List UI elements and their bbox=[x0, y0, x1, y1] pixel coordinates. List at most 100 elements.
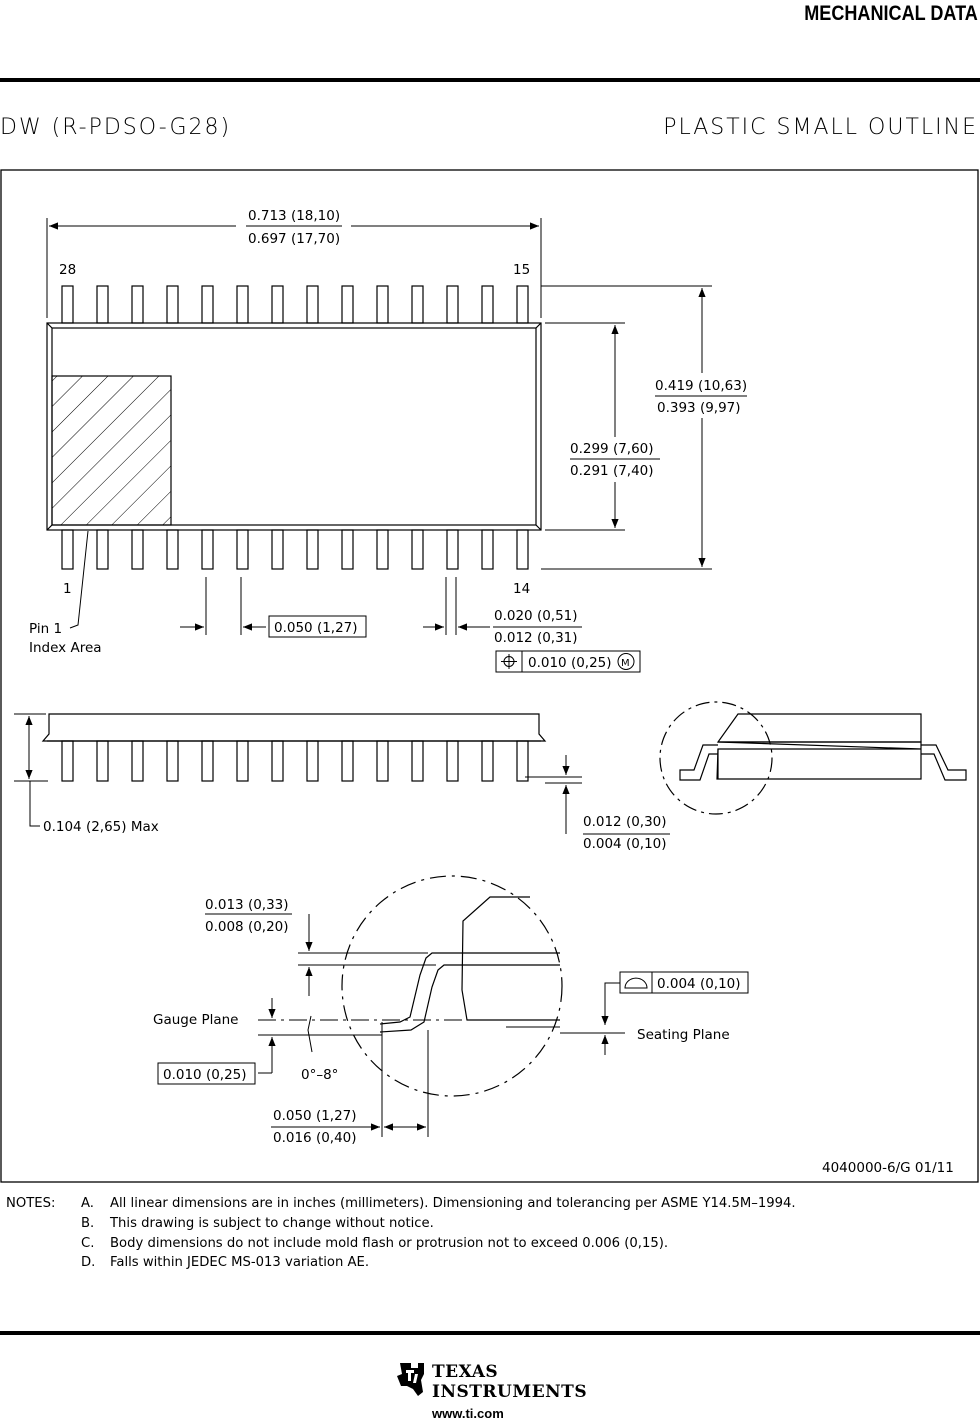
body-length-dimension bbox=[46, 218, 542, 318]
lead bbox=[201, 740, 214, 782]
lead bbox=[341, 529, 354, 570]
ti-logo: Texas Instruments bbox=[392, 1356, 592, 1406]
lead-width-min: 0.012 (0,31) bbox=[494, 630, 578, 646]
pin1-label-line2: Index Area bbox=[29, 640, 102, 656]
lead bbox=[96, 740, 109, 782]
top-rule bbox=[0, 78, 980, 82]
top-leads bbox=[61, 285, 529, 324]
overall-width-max: 0.419 (10,63) bbox=[655, 378, 747, 394]
pin-15-label: 15 bbox=[513, 262, 530, 278]
lead bbox=[236, 529, 249, 570]
lead bbox=[411, 529, 424, 570]
coplanarity-value: 0.004 (0,10) bbox=[657, 976, 741, 992]
lead bbox=[61, 285, 74, 324]
standoff-max: 0.012 (0,30) bbox=[583, 814, 667, 830]
side-leads bbox=[61, 740, 529, 782]
lead bbox=[271, 285, 284, 324]
notes-heading: NOTES: bbox=[6, 1196, 56, 1211]
lead bbox=[236, 285, 249, 324]
body-width-min: 0.291 (7,40) bbox=[570, 463, 654, 479]
lead-thickness-max: 0.013 (0,33) bbox=[205, 897, 289, 913]
lead bbox=[481, 529, 494, 570]
drawing-number: 4040000-6/G 01/11 bbox=[822, 1160, 954, 1176]
lead bbox=[446, 285, 459, 324]
lead-width-max: 0.020 (0,51) bbox=[494, 608, 578, 624]
lead bbox=[481, 285, 494, 324]
lead bbox=[61, 529, 74, 570]
lead bbox=[96, 529, 109, 570]
lead-thickness-dimension bbox=[205, 913, 436, 996]
lead bbox=[306, 285, 319, 324]
overall-width-dimension bbox=[541, 285, 747, 570]
section-title: MECHANICAL DATA bbox=[804, 2, 978, 25]
pin1-index-area bbox=[51, 375, 172, 526]
ti-logo-icon bbox=[397, 1363, 424, 1396]
position-modifier: M bbox=[621, 658, 630, 669]
lead bbox=[341, 740, 354, 782]
coplanarity-dimension bbox=[560, 971, 749, 1055]
lead bbox=[516, 740, 529, 782]
angle-value: 0°–8° bbox=[301, 1067, 338, 1083]
lead bbox=[166, 529, 179, 570]
package-body bbox=[46, 322, 542, 531]
side-body bbox=[41, 713, 547, 742]
lead bbox=[306, 740, 319, 782]
foot-length-max: 0.050 (1,27) bbox=[273, 1108, 357, 1124]
lead bbox=[446, 529, 459, 570]
lead bbox=[131, 285, 144, 324]
side-view bbox=[41, 713, 547, 782]
lead bbox=[376, 529, 389, 570]
pin1-label-line1: Pin 1 bbox=[29, 621, 62, 637]
package-type: PLASTIC SMALL OUTLINE bbox=[663, 115, 978, 140]
lead bbox=[131, 740, 144, 782]
lead bbox=[271, 529, 284, 570]
pitch-value: 0.050 (1,27) bbox=[274, 620, 358, 636]
position-tolerance: 0.010 (0,25) bbox=[528, 655, 612, 671]
pin1-leader bbox=[69, 530, 89, 629]
pin-28-label: 28 bbox=[59, 262, 76, 278]
note-a: A.All linear dimensions are in inches (m… bbox=[81, 1196, 796, 1211]
gauge-plane-dimension bbox=[157, 998, 500, 1085]
lead-detail bbox=[341, 875, 563, 1097]
lead bbox=[411, 285, 424, 324]
body-length-max: 0.713 (18,10) bbox=[248, 208, 340, 224]
height-max: 0.104 (2,65) Max bbox=[43, 819, 159, 835]
top-view bbox=[46, 285, 542, 570]
lead-width-dimension bbox=[423, 577, 641, 673]
foot-length-min: 0.016 (0,40) bbox=[273, 1130, 357, 1146]
foot-length-dimension bbox=[271, 1022, 429, 1137]
end-view-detail bbox=[659, 701, 967, 815]
ti-logo-line2: Instruments bbox=[432, 1382, 588, 1402]
gauge-value: 0.010 (0,25) bbox=[163, 1067, 247, 1083]
body-width-max: 0.299 (7,60) bbox=[570, 441, 654, 457]
pin-1-label: 1 bbox=[63, 581, 72, 597]
height-dimension bbox=[14, 713, 48, 827]
lead bbox=[306, 529, 319, 570]
note-b: B.This drawing is subject to change with… bbox=[81, 1215, 434, 1231]
note-c: C.Body dimensions do not include mold fl… bbox=[81, 1235, 669, 1251]
lead-thickness-min: 0.008 (0,20) bbox=[205, 919, 289, 935]
bottom-leads bbox=[61, 529, 529, 570]
lead bbox=[516, 529, 529, 570]
lead bbox=[446, 740, 459, 782]
lead bbox=[166, 740, 179, 782]
package-code: DW (R-PDSO-G28) bbox=[0, 115, 232, 140]
lead bbox=[201, 529, 214, 570]
lead bbox=[481, 740, 494, 782]
lead bbox=[131, 529, 144, 570]
gauge-plane-label: Gauge Plane bbox=[153, 1012, 238, 1028]
lead bbox=[341, 285, 354, 324]
bottom-rule bbox=[0, 1331, 980, 1335]
ti-logo-line1: Texas bbox=[432, 1362, 499, 1382]
ti-url[interactable]: www.ti.com bbox=[432, 1406, 504, 1421]
lead bbox=[61, 740, 74, 782]
drawing-frame bbox=[0, 169, 979, 1183]
lead bbox=[376, 740, 389, 782]
lead bbox=[516, 285, 529, 324]
standoff-min: 0.004 (0,10) bbox=[583, 836, 667, 852]
body-width-dimension bbox=[545, 322, 660, 531]
lead bbox=[201, 285, 214, 324]
standoff-dimension bbox=[525, 755, 670, 835]
lead bbox=[376, 285, 389, 324]
